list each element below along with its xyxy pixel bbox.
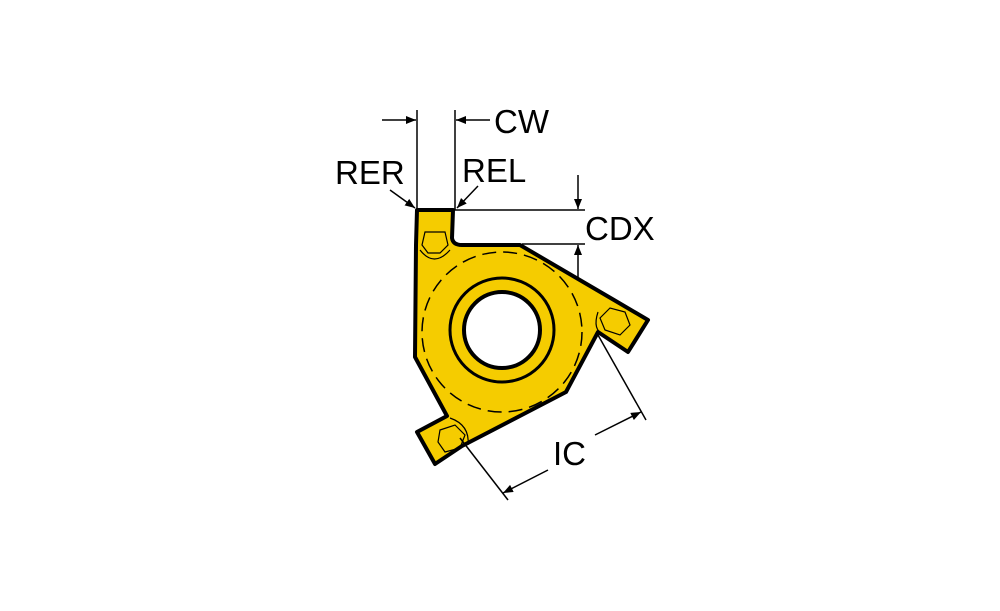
- inscribed-circle: [421, 251, 583, 413]
- cw-dimension: [382, 110, 490, 210]
- ic-label: IC: [553, 435, 586, 472]
- rer-label: RER: [335, 154, 405, 191]
- cdx-label: CDX: [585, 210, 655, 247]
- chipbreaker-right: [595, 307, 631, 336]
- cw-label: CW: [494, 103, 550, 140]
- chipbreaker-top: [419, 231, 451, 260]
- chipbreaker-bottom: [437, 417, 469, 453]
- cdx-dimension: [455, 175, 585, 280]
- ic-dimension: [459, 334, 647, 501]
- rel-label: REL: [462, 152, 526, 189]
- center-hole: [462, 290, 542, 370]
